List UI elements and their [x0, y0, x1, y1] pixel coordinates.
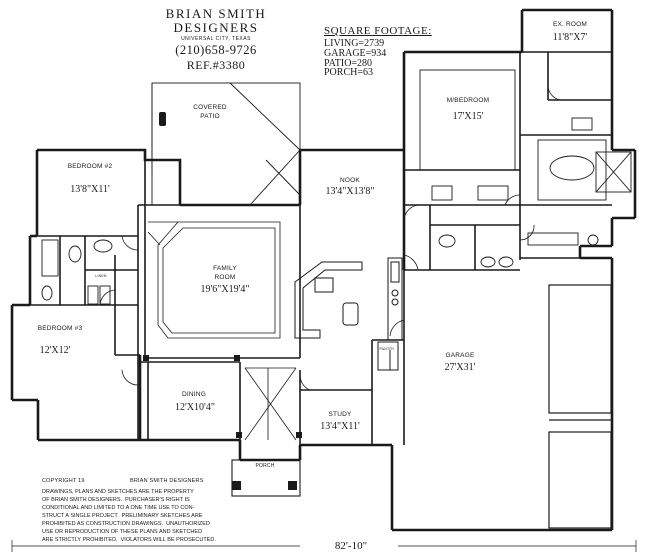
square-footage-title: SQUARE FOOTAGE: — [324, 25, 432, 37]
master-bath-fixtures — [419, 69, 632, 268]
overall-width-dimension: 82'-10" — [334, 540, 368, 552]
linen-label: LINEN — [95, 274, 107, 278]
columns — [143, 112, 302, 490]
study-label: STUDY — [328, 411, 352, 418]
door-swings — [99, 84, 561, 391]
ex-room-label: EX. ROOM — [552, 21, 588, 28]
company-name-line2: DESIGNERS — [173, 20, 259, 35]
dining-dimensions: 12'X10'4" — [175, 402, 215, 413]
sqft-living: LIVING=2739 — [324, 38, 385, 49]
ex-room-dimensions: 11'8"X7' — [552, 32, 588, 43]
bedroom3-dimensions: 12'X12' — [39, 345, 71, 356]
plan-reference: REF.#3380 — [186, 58, 246, 72]
garage-dimensions: 27'X31' — [444, 362, 476, 373]
dining-label: DINING — [182, 391, 206, 398]
kitchen-counters — [294, 257, 403, 371]
bath2-fixtures — [41, 159, 181, 305]
family-room-label-line1: FAMILY — [213, 265, 237, 272]
tray-ceiling — [147, 221, 281, 339]
bedroom3-label: BEDROOM #3 — [37, 325, 83, 332]
overall-dimension-line — [11, 540, 637, 552]
covered-patio-label-line2: PATIO — [200, 113, 220, 120]
company-name-line1: BRIAN SMITH — [165, 6, 267, 21]
nook-dimensions: 13'4"X13'8" — [325, 186, 375, 197]
company-phone: (210)658-9726 — [175, 43, 257, 57]
sqft-patio: PATIO=280 — [324, 58, 373, 69]
interior-walls — [11, 51, 612, 445]
bedroom2-label: BEDROOM #2 — [67, 163, 113, 170]
foyer-cross — [244, 367, 297, 441]
copyright-label: COPYRIGHT 19 — [42, 478, 85, 484]
covered-patio-outline — [151, 82, 301, 206]
copyright-owner: BRIAN SMITH DESIGNERS — [130, 478, 204, 484]
family-room-dimensions: 19'6"X19'4" — [200, 284, 250, 295]
nook-label: NOOK — [340, 177, 360, 184]
covered-patio-label-line1: COVERED — [193, 104, 227, 111]
m-bedroom-dimensions: 17'X15' — [452, 111, 484, 122]
study-dimensions: 13'4"X11' — [320, 421, 360, 432]
porch-outline — [231, 459, 301, 497]
garage-doors — [548, 284, 612, 529]
sqft-garage: GARAGE=934 — [324, 48, 387, 59]
company-city: UNIVERSAL CITY, TEXAS — [181, 36, 251, 42]
sqft-porch: PORCH=63 — [324, 67, 373, 78]
porch-label: PORCH — [255, 463, 275, 469]
copyright-disclaimer: DRAWINGS, PLANS AND SKETCHES ARE THE PRO… — [42, 489, 216, 543]
bedroom2-dimensions: 13'8"X11' — [70, 184, 110, 195]
m-bedroom-label: M/BEDROOM — [446, 97, 490, 104]
pantry-label: PANTRY — [379, 347, 395, 351]
family-room-label-line2: ROOM — [214, 274, 236, 281]
garage-label: GARAGE — [445, 352, 475, 359]
